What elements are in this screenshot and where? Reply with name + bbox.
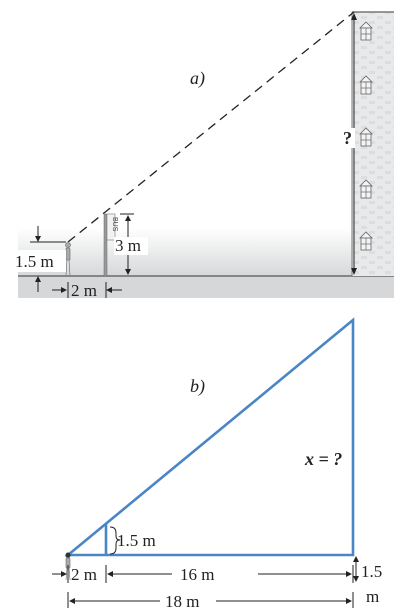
distance-label: 2 m <box>71 281 97 300</box>
sign-text: BUS <box>111 217 118 232</box>
panel-b: 1.5 m x = ? 2 m 16 m 18 m <box>52 317 382 608</box>
building-height-label: ? <box>343 128 352 148</box>
bus-stop-sign: BUS <box>103 213 118 277</box>
small-height-brace <box>109 526 121 555</box>
panel-a: ? BUS 3 m <box>14 11 394 300</box>
vertex-dot <box>65 552 71 558</box>
building <box>351 11 394 276</box>
gap-label: 16 m <box>180 565 214 584</box>
sky-ground-shading <box>18 228 394 276</box>
question-mask <box>343 128 355 148</box>
offset-value-label: 1.5 <box>361 562 382 581</box>
unknown-label: x = ? <box>304 449 342 469</box>
offset-unit-label: m <box>366 587 379 606</box>
total-dimension <box>67 592 354 608</box>
offset-dimension <box>353 556 359 582</box>
observer-height-label: 1.5 m <box>15 252 54 271</box>
distance-dimension <box>52 282 122 298</box>
sign-label-mask <box>114 237 148 255</box>
panel-a-label: a) <box>190 68 205 89</box>
small-height-label: 1.5 m <box>117 531 156 550</box>
sight-line <box>67 11 355 243</box>
observer-height-dimension <box>30 226 66 292</box>
base-dimensions <box>52 565 354 583</box>
sign-height-label: 3 m <box>115 236 141 255</box>
sign-height-dimension <box>120 213 134 275</box>
small-base-label: 2 m <box>71 565 97 584</box>
panel-b-label: b) <box>190 376 205 397</box>
total-label: 18 m <box>165 592 199 608</box>
large-triangle <box>64 317 355 557</box>
observer-label-mask <box>14 250 66 272</box>
observer-figure <box>65 242 71 276</box>
